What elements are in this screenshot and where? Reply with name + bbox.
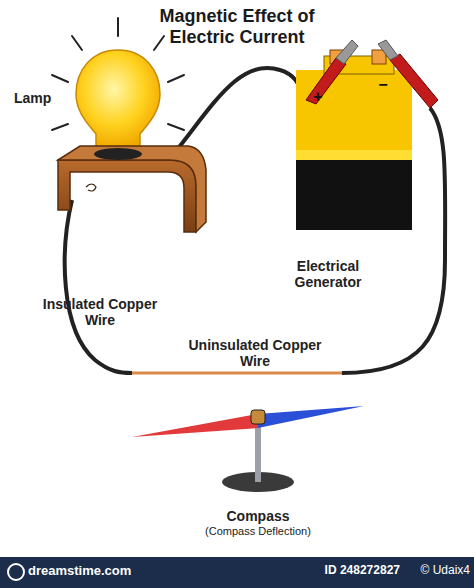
compass-needle-south: [258, 406, 364, 428]
lamp-bulb: [76, 50, 160, 148]
compass-stand: [255, 424, 261, 482]
part-label: Electrical Generator: [268, 258, 388, 290]
part-note: (Compass Deflection): [178, 525, 338, 538]
part-label: Lamp: [14, 90, 64, 106]
part-label: Insulated Copper Wire: [40, 296, 160, 328]
lamp-stand-top: [58, 146, 206, 232]
uninsulated-wire: [132, 372, 342, 375]
part-label: Uninsulated Copper Wire: [180, 337, 330, 369]
watermark: dreamstime.com: [28, 564, 188, 579]
watermark: © Udaix4: [404, 564, 470, 578]
compass-needle-north: [132, 414, 258, 437]
compass-pivot: [251, 410, 265, 424]
insulated-wire: [65, 200, 132, 373]
watermark: ID 248272827: [300, 564, 400, 578]
terminal-sign: +: [311, 88, 325, 106]
diagram-title: Magnetic Effect of Electric Current: [147, 6, 327, 47]
battery-top: [296, 70, 412, 150]
lamp-stand: [58, 160, 196, 232]
part-label: Compass: [198, 508, 318, 524]
terminal-sign: −: [376, 76, 390, 94]
battery-body: [296, 70, 412, 230]
alligator-clip: [306, 40, 438, 108]
footer-bar: [0, 557, 474, 588]
lamp-holder: [94, 148, 142, 160]
